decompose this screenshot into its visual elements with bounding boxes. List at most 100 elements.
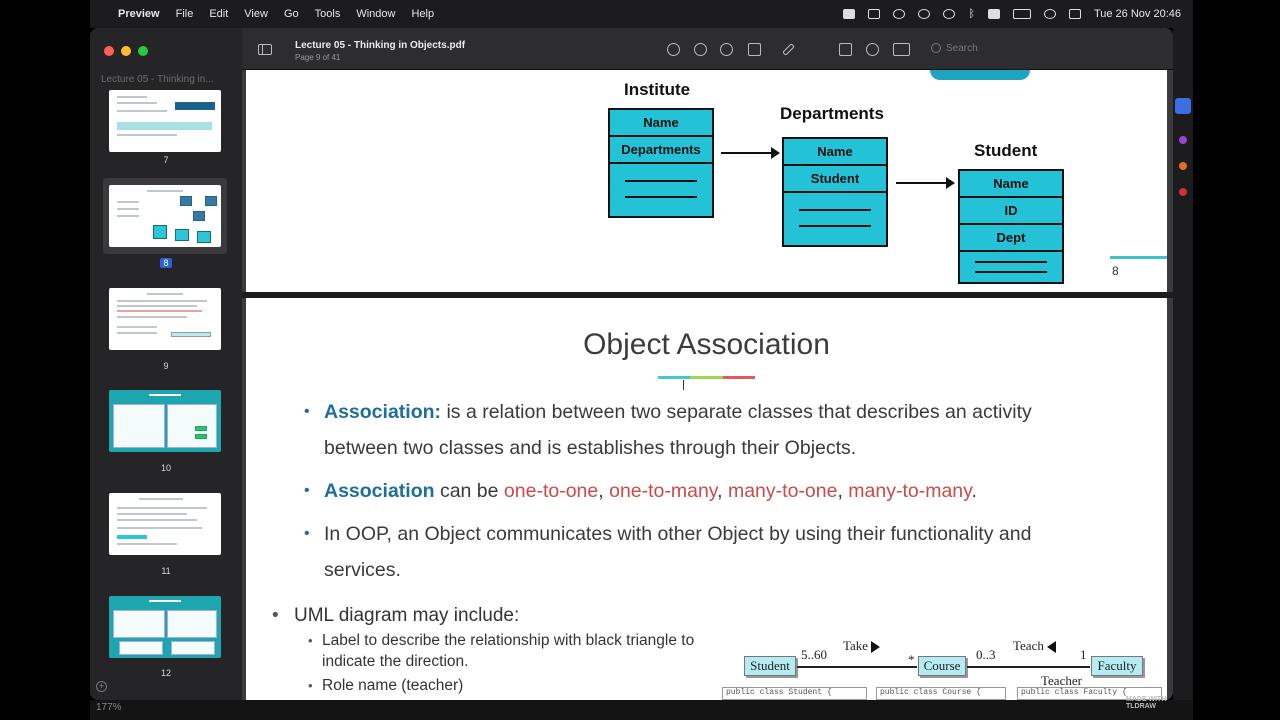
uml-title-departments: Departments	[780, 104, 884, 123]
document-title: Lecture 05 - Thinking in Objects.pdf	[295, 40, 466, 51]
preview-window: Lecture 05 - Thinking in... 7 8	[90, 28, 1173, 700]
uml-methods	[960, 252, 1062, 282]
uml-field: Name	[610, 110, 712, 137]
link-icon[interactable]	[1043, 9, 1056, 19]
airdrop-icon[interactable]	[943, 9, 956, 19]
info-icon[interactable]	[667, 43, 680, 56]
menu-bar: Preview File Edit View Go Tools Window H…	[90, 0, 1193, 28]
menu-window[interactable]: Window	[356, 8, 396, 20]
markup-pen-icon[interactable]	[782, 43, 795, 56]
minimize-button[interactable]	[121, 46, 131, 56]
thumbnail-page-9[interactable]	[109, 288, 221, 350]
close-button[interactable]	[104, 46, 114, 56]
tldraw-watermark: MADE WITH TLDRAW	[1126, 696, 1167, 710]
kind-many-to-many: many-to-many	[848, 480, 972, 502]
code-snippet: public class Faculty {	[1017, 687, 1162, 700]
bullet-text: is a relation between two separate class…	[324, 401, 1032, 459]
uml-title-institute: Institute	[624, 80, 691, 99]
uml-class-institute: Name Departments	[608, 108, 714, 218]
bullet-object-communication: In OOP, an Object communicates with othe…	[304, 516, 1104, 588]
sidebar-title: Lecture 05 - Thinking in...	[101, 74, 214, 85]
direction-triangle-left-icon	[1046, 641, 1056, 654]
text-cursor	[683, 380, 684, 390]
play-icon[interactable]	[918, 9, 931, 19]
menu-view[interactable]: View	[244, 8, 268, 20]
window-controls	[104, 46, 148, 56]
app-button-edge[interactable]	[1175, 98, 1191, 114]
association-arrow	[896, 177, 955, 189]
thumbnail-page-10[interactable]	[109, 390, 221, 452]
highlight-icon[interactable]	[866, 43, 879, 56]
zoom-level: 177%	[96, 702, 122, 713]
sidebar-toggle-icon[interactable]	[258, 44, 272, 55]
uml-include-list: UML diagram may include: Label to descri…	[272, 605, 742, 696]
menu-file[interactable]: File	[175, 8, 194, 20]
add-page-button[interactable]: +	[96, 681, 107, 692]
document-viewer[interactable]: Institute Name Departments Departments N…	[242, 70, 1173, 700]
association-line	[967, 666, 1090, 668]
page-info: Page 9 of 41	[295, 53, 341, 62]
kind-many-to-one: many-to-one	[727, 480, 838, 502]
page-number-7: 7	[163, 155, 169, 165]
role-name: Teacher	[1041, 673, 1082, 688]
thumbnail-page-7[interactable]	[109, 90, 221, 152]
uml-class-faculty-small: Faculty	[1091, 656, 1143, 676]
toolbar: Lecture 05 - Thinking in Objects.pdf Pag…	[242, 28, 1173, 70]
pdf-page-9: Object Association Association: is a rel…	[246, 298, 1167, 700]
uml-class-student: Name ID Dept	[958, 169, 1064, 284]
slide-title: Object Association	[583, 328, 830, 361]
menu-app-name[interactable]: Preview	[118, 8, 160, 20]
menubar-datetime[interactable]: Tue 26 Nov 20:46	[1093, 8, 1181, 20]
search-field[interactable]: Search	[930, 40, 1020, 58]
uml-field: Student	[784, 166, 886, 193]
uml-field: ID	[960, 198, 1062, 225]
menu-edit[interactable]: Edit	[209, 8, 229, 20]
bluetooth-icon[interactable]: ᛒ	[968, 8, 975, 20]
association-arrow	[721, 147, 780, 159]
uml-field: Name	[960, 171, 1062, 198]
page-number-10: 10	[160, 463, 171, 473]
background-app-edge	[1173, 28, 1193, 700]
zoom-in-icon[interactable]	[720, 43, 733, 56]
menu-go[interactable]: Go	[283, 8, 299, 20]
slide-page-number: 8	[1112, 264, 1119, 278]
keyword: Association	[324, 480, 435, 502]
menu-tools[interactable]: Tools	[314, 8, 341, 20]
thumbnail-page-11[interactable]	[109, 493, 221, 555]
separator: ,	[837, 480, 849, 502]
color-dot[interactable]	[1179, 136, 1187, 144]
association-line	[797, 666, 917, 668]
form-icon[interactable]	[893, 43, 910, 56]
keyword: Association:	[324, 401, 442, 423]
record-icon[interactable]	[843, 9, 856, 19]
text-input-icon[interactable]	[987, 9, 1000, 19]
menu-help[interactable]: Help	[411, 8, 435, 20]
stack-icon[interactable]	[893, 9, 906, 19]
share-icon[interactable]	[748, 43, 761, 56]
rotate-icon[interactable]	[839, 43, 852, 56]
uml-field: Dept	[960, 225, 1062, 252]
color-dot[interactable]	[1179, 162, 1187, 170]
direction-triangle-right-icon	[871, 641, 881, 654]
zoom-button[interactable]	[138, 46, 148, 56]
page-number-8: 8	[90, 258, 242, 268]
search-placeholder: Search	[946, 43, 978, 54]
pen-tablet-icon[interactable]	[868, 9, 881, 19]
uml-methods	[610, 164, 712, 216]
zoom-out-icon[interactable]	[694, 43, 707, 56]
code-snippet: public class Student {	[722, 687, 867, 700]
battery-icon[interactable]	[1012, 9, 1031, 19]
kind-one-to-many: one-to-many	[609, 480, 718, 502]
color-dot[interactable]	[1179, 188, 1187, 196]
thumbnail-page-8[interactable]	[109, 185, 221, 247]
uml-class-student-small: Student	[744, 656, 796, 676]
page-number-9: 9	[163, 361, 169, 371]
uml-class-course-small: Course	[918, 656, 966, 676]
title-underline	[658, 376, 755, 379]
control-center-icon[interactable]	[1068, 9, 1081, 19]
bottom-bar: 177%	[90, 700, 1193, 720]
uml-methods	[784, 193, 886, 245]
thumbnail-page-12[interactable]	[109, 596, 221, 658]
uml-class-departments: Name Student	[782, 137, 888, 247]
separator: ,	[598, 480, 610, 502]
